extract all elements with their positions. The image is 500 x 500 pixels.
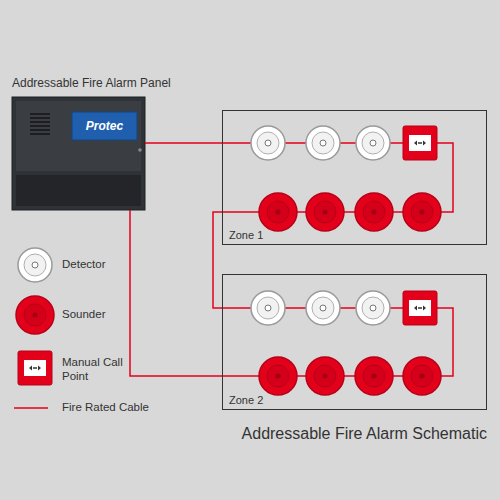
cable-connector	[130, 210, 222, 376]
zone-box: Zone 2	[222, 274, 487, 410]
legend-text: Sounder	[62, 308, 105, 320]
sounder-inner	[24, 304, 46, 326]
panel-grille	[30, 121, 50, 123]
sounder-inner	[363, 365, 385, 387]
sounder-symbol	[403, 193, 441, 231]
zone-label: Zone 2	[229, 394, 263, 406]
cable-connector	[145, 143, 222, 144]
panel-logo: Protec	[72, 112, 137, 140]
legend-text: Detector	[62, 258, 105, 270]
detector-symbol	[18, 248, 52, 282]
call-point-glass	[409, 135, 431, 151]
sounder-dot	[33, 313, 38, 318]
sounder-dot	[372, 210, 377, 215]
cable-line	[130, 210, 222, 376]
sounder-inner	[314, 365, 336, 387]
cable-line	[145, 142, 222, 144]
panel-grille	[30, 113, 50, 115]
sounder-symbol	[355, 193, 393, 231]
sounder-dot	[276, 374, 281, 379]
sounder-symbol	[355, 357, 393, 395]
zone-label: Zone 1	[229, 229, 263, 241]
sounder-inner	[411, 201, 433, 223]
call-point-arrows	[29, 366, 41, 371]
detector-inner	[312, 132, 334, 154]
call-point-symbol	[403, 126, 437, 160]
detector-inner	[257, 132, 279, 154]
sounder-symbol	[403, 357, 441, 395]
panel-face	[16, 101, 141, 171]
sounder-symbol	[306, 357, 344, 395]
sounder-symbol	[16, 296, 54, 334]
detector-symbol	[251, 291, 285, 325]
detector-dot	[370, 140, 376, 146]
call-point-bar	[418, 142, 422, 144]
sounder-dot	[276, 210, 281, 215]
call-point-symbol	[403, 291, 437, 325]
sounder-inner	[267, 365, 289, 387]
detector-inner	[257, 297, 279, 319]
detector-inner	[362, 297, 384, 319]
sounder-inner	[363, 201, 385, 223]
call-point-bar	[418, 307, 422, 309]
detector-dot	[265, 140, 271, 146]
sounder-dot	[372, 374, 377, 379]
panel-lock	[138, 148, 142, 152]
detector-inner	[24, 254, 46, 276]
detector-symbol	[306, 291, 340, 325]
legend-text: Manual Call Point	[62, 355, 134, 384]
cable-line	[213, 212, 222, 308]
sounder-dot	[323, 210, 328, 215]
cable-connector	[213, 212, 222, 308]
detector-dot	[320, 140, 326, 146]
sounder-inner	[267, 201, 289, 223]
caption: Addressable Fire Alarm Schematic	[242, 425, 487, 443]
detector-symbol	[356, 291, 390, 325]
panel-lower	[16, 175, 141, 206]
panel-body	[12, 97, 145, 210]
detector-dot	[320, 305, 326, 311]
panel-grille	[30, 125, 50, 127]
zone-box: Zone 1	[222, 110, 487, 245]
panel-heading: Addressable Fire Alarm Panel	[12, 76, 171, 90]
detector-dot	[370, 305, 376, 311]
call-point-arrows	[414, 141, 426, 146]
detector-symbol	[306, 126, 340, 160]
sounder-dot	[420, 210, 425, 215]
sounder-symbol	[259, 357, 297, 395]
sounder-symbol	[306, 193, 344, 231]
panel-grille	[30, 133, 50, 135]
detector-dot	[265, 305, 271, 311]
sounder-inner	[314, 201, 336, 223]
panel-screen	[72, 112, 137, 140]
detector-inner	[312, 297, 334, 319]
call-point-bar	[33, 367, 37, 369]
panel-grille	[30, 117, 50, 119]
sounder-symbol	[259, 193, 297, 231]
sounder-inner	[411, 365, 433, 387]
detector-symbol	[251, 126, 285, 160]
sounder-dot	[323, 374, 328, 379]
detector-symbol	[356, 126, 390, 160]
call-point-glass	[24, 360, 46, 376]
call-point-glass	[409, 300, 431, 316]
panel-grille	[30, 129, 50, 131]
detector-dot	[32, 262, 38, 268]
fire-alarm-panel: Addressable Fire Alarm PanelProtec	[12, 97, 145, 210]
legend-cable	[14, 407, 48, 409]
call-point-symbol	[18, 351, 52, 385]
call-point-arrows	[414, 306, 426, 311]
sounder-dot	[420, 374, 425, 379]
legend-text: Fire Rated Cable	[62, 401, 149, 413]
detector-inner	[362, 132, 384, 154]
